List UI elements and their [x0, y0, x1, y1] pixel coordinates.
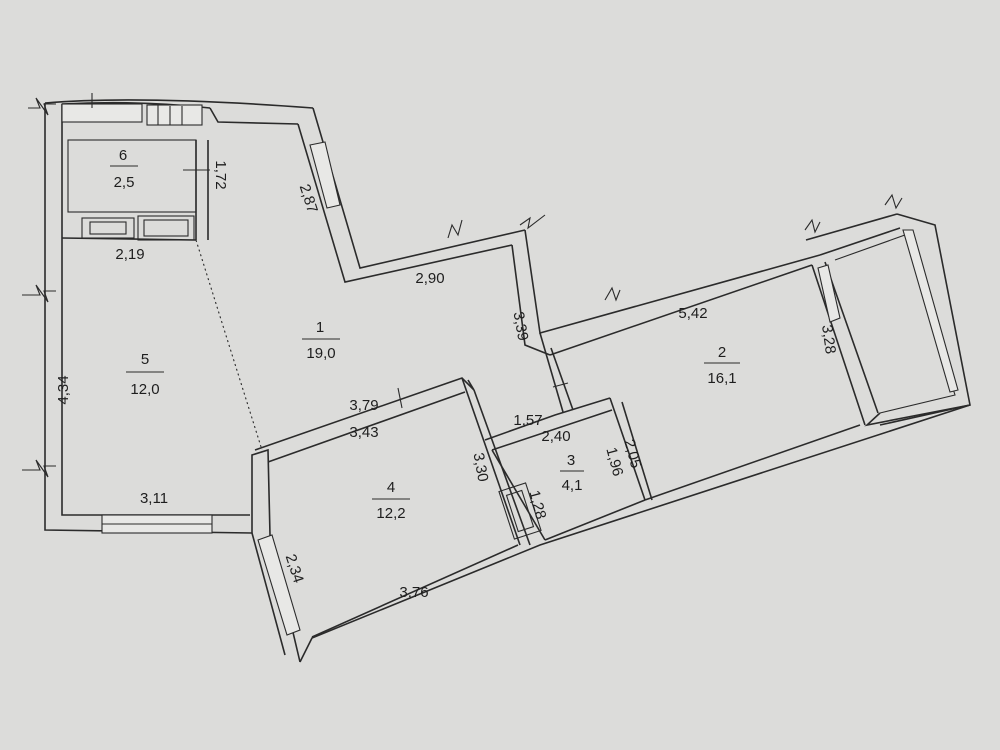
exterior-walls — [44, 99, 971, 663]
room-6-area: 2,5 — [114, 174, 135, 191]
dim-r1-bottom-left: 2,19 — [115, 246, 144, 263]
dim-r1-top: 2,90 — [415, 270, 444, 287]
room-3-label: 3 4,1 — [560, 452, 584, 494]
room-1-area: 19,0 — [306, 345, 335, 362]
room-1-label: 1 19,0 — [302, 319, 340, 362]
dim-r5-left: 4,34 — [55, 375, 72, 404]
dim-r3-bath: 1,28 — [525, 489, 549, 522]
room-5-number: 5 — [141, 351, 149, 368]
dim-r4-bottom: 3,76 — [399, 584, 428, 601]
dim-r2-top: 5,42 — [678, 305, 707, 322]
room-4-area: 12,2 — [376, 505, 405, 522]
dim-r4-top-outer: 3,79 — [349, 397, 378, 414]
break-marks — [22, 93, 903, 478]
dim-r2-right: 3,28 — [818, 324, 839, 355]
fixtures — [81, 215, 542, 540]
room-2-number: 2 — [718, 344, 726, 361]
windows — [61, 103, 959, 636]
room-4-label: 4 12,2 — [372, 479, 410, 522]
dim-r4-top-inner: 3,43 — [349, 424, 378, 441]
dim-r3-right-inner: 1,96 — [602, 446, 626, 479]
room-4-number: 4 — [387, 479, 395, 496]
room-6-label: 6 2,5 — [110, 147, 138, 191]
dim-r1-right: 3,39 — [510, 310, 532, 342]
room-1-number: 1 — [316, 319, 324, 336]
dimension-labels: 1,72 2,87 2,19 2,90 3,39 5,42 3,28 4,34 … — [55, 160, 839, 601]
room-3-number: 3 — [567, 452, 575, 469]
room-6-number: 6 — [119, 147, 127, 164]
dim-r3-top-inner: 2,40 — [541, 428, 570, 445]
room-3-area: 4,1 — [562, 477, 583, 494]
dim-r6-height: 1,72 — [212, 160, 229, 189]
dim-r3-top-outer: 1,57 — [513, 412, 542, 429]
dim-r5-bottom: 3,11 — [140, 490, 168, 507]
room-5-area: 12,0 — [130, 381, 159, 398]
dim-r3-right-outer: 2,05 — [620, 438, 644, 471]
room-2-label: 2 16,1 — [704, 344, 740, 387]
room-2-area: 16,1 — [707, 370, 736, 387]
dim-r4-right: 3,30 — [470, 451, 492, 483]
room-5-label: 5 12,0 — [126, 351, 164, 398]
